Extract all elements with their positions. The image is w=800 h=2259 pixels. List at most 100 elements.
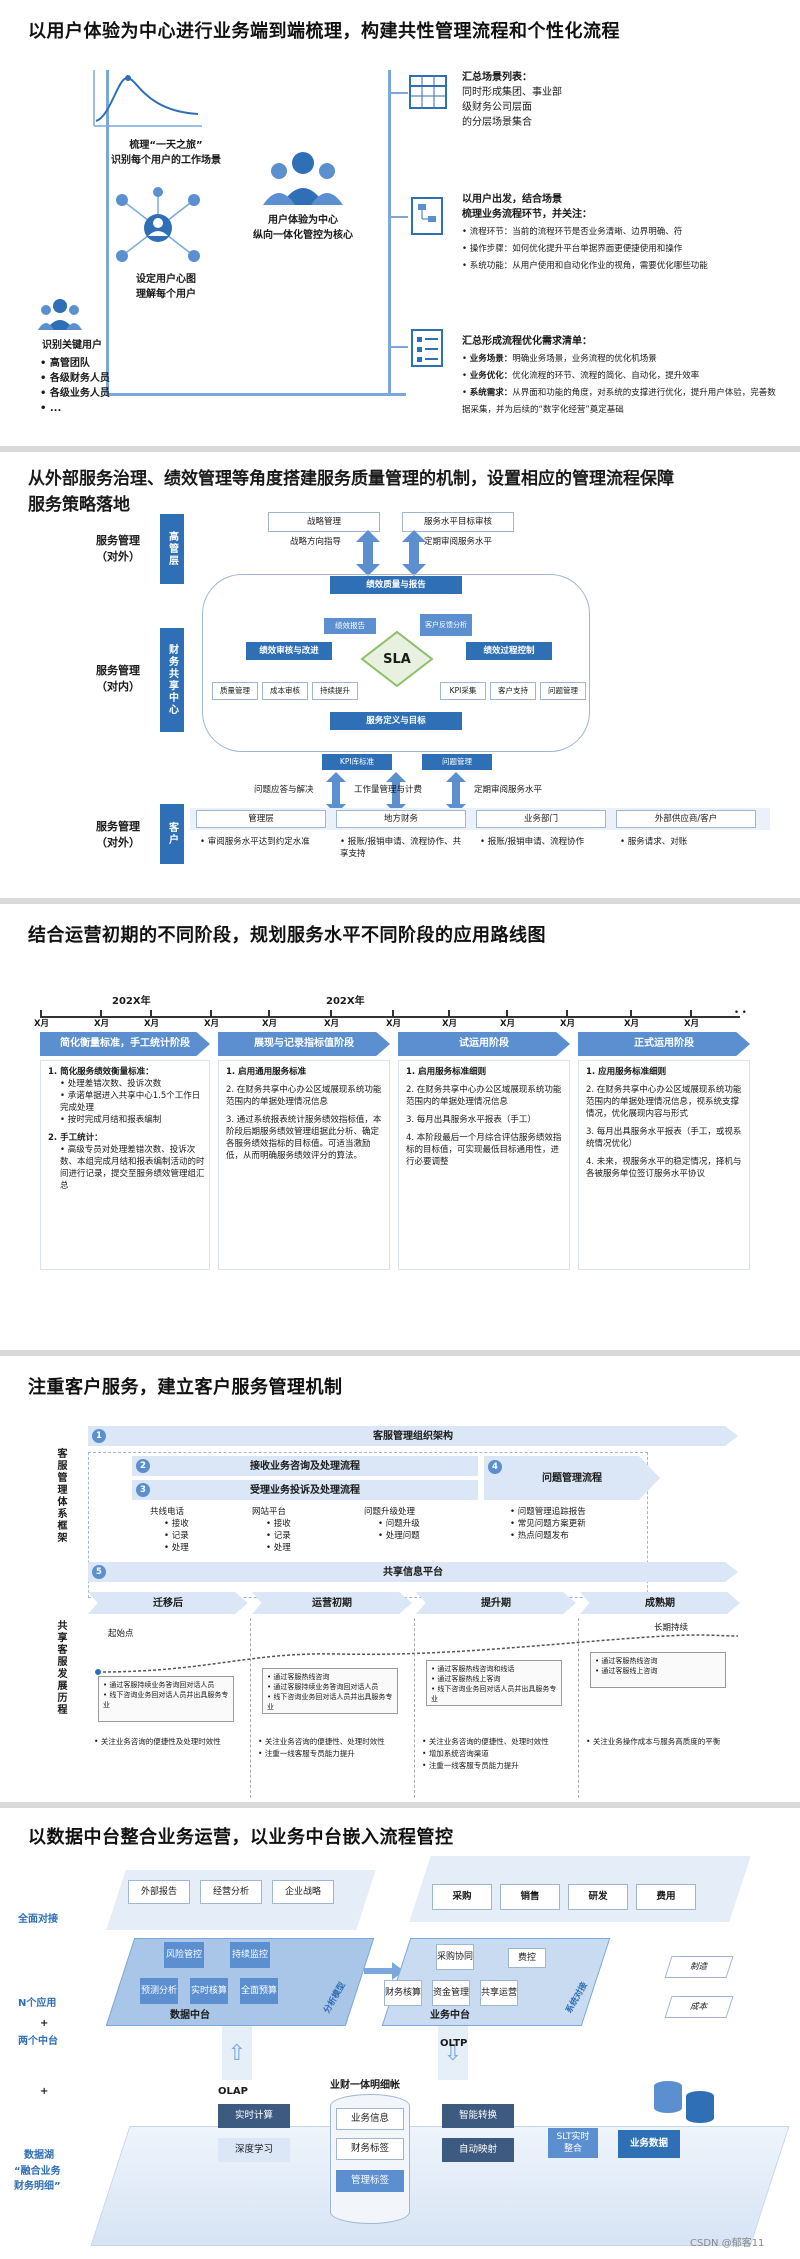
up-arrow-icon: ⇧	[227, 2040, 247, 2066]
row-label-text: 服务管理	[96, 820, 140, 833]
phase-2: 展现与记录指标值阶段	[218, 1032, 390, 1056]
key-user-item: 各级财务人员	[40, 371, 110, 386]
right-item-1: 制造	[664, 1956, 734, 1978]
stage-box-list: 通过客服热线咨询通过客服线上咨询	[595, 1656, 721, 1676]
phase-4: 正式运用阶段	[578, 1032, 750, 1056]
left-stack-2: 深度学习	[218, 2138, 290, 2162]
slide3-title: 结合运营初期的不同阶段，规划服务水平不同阶段的应用路线图	[28, 925, 546, 946]
r2-item-key: 操作步骤：	[469, 244, 513, 254]
month-tick	[330, 1010, 332, 1018]
stage-box: 通过客服热线咨询通过客服线上咨询	[590, 1652, 726, 1688]
cust-head-2: 地方财务	[336, 810, 466, 828]
col-1-content: 1. 简化服务绩效衡量标准： 处理差错次数、投诉次数 承诺单据进入共享中心1.5…	[48, 1066, 206, 1192]
r1-title: 汇总场景列表：	[462, 72, 532, 83]
r2-item-key: 系统功能：	[469, 261, 513, 271]
month-tick	[448, 1010, 450, 1018]
top-left-card-3: 企业战略	[272, 1880, 334, 1904]
r2-item-key: 流程环节：	[469, 227, 513, 237]
left-quote: “融合业务 财务明细”	[14, 2164, 61, 2194]
arrow-updown-icon	[446, 772, 466, 814]
stage-box-item: 通过客服热线咨询	[267, 1672, 393, 1682]
top-right-card-3: 研发	[568, 1884, 628, 1910]
perf-report-box: 绩效质量与报告	[330, 576, 462, 594]
row-label-bottom: 服务管理 （对外）	[96, 818, 140, 850]
channel-3: 问题升级处理 问题升级处理问题	[364, 1506, 420, 1542]
channel-item: 问题管理追踪报告	[510, 1506, 586, 1518]
timeline-line	[106, 70, 109, 395]
channel-head: 共线电话	[150, 1507, 185, 1517]
curve-caption-line1: 梳理“一天之旅”	[129, 140, 203, 151]
left-quote-line: 财务明细”	[14, 2181, 61, 2192]
cust-item: 报账/报销申请、流程协作、共享支持	[340, 836, 464, 860]
data-cell-4: 实时核算	[190, 1978, 228, 2004]
col2-item: 2. 在财务共享中心办公区域展现系统功能范围内的单据处理情况信息	[226, 1085, 382, 1107]
col1-heading: 2. 手工统计：	[48, 1133, 103, 1143]
col-frame-3	[398, 1060, 570, 1270]
r1-line: 的分层场景集合	[462, 117, 532, 128]
arrow-right-icon	[364, 1962, 404, 1980]
stage-box-item: 线下咨询业务回对话人员并出具服务专业	[431, 1684, 557, 1704]
users-group-icon	[38, 299, 82, 330]
right-stack-2: 自动映射	[442, 2138, 514, 2162]
month-tick-label: X月	[144, 1019, 160, 1029]
stage-box-item: 通过客服持续业务答询回对话人员	[103, 1680, 229, 1690]
strategy-box: 战略管理	[268, 512, 380, 532]
row-tag-customer: 客户	[160, 804, 184, 864]
r3-title: 汇总形成流程优化需求清单：	[462, 336, 592, 347]
channel-item: 处理问题	[378, 1530, 420, 1542]
mini-left-2: 成本审核	[262, 682, 308, 700]
lake-cell-1: 业务信息	[336, 2108, 404, 2130]
channel-1: 共线电话 接收记录处理	[150, 1506, 189, 1554]
long-term-label: 长期持续	[654, 1623, 689, 1633]
people-center-icon	[263, 152, 343, 205]
stage-box-item: 通过客服热线上客询	[431, 1674, 557, 1684]
channel-item: 热点问题发布	[510, 1530, 586, 1542]
col4-item: 1. 应用服务标准细则	[586, 1067, 667, 1077]
month-tick-label: X月	[386, 1019, 402, 1029]
channel-head: 网站平台	[252, 1507, 287, 1517]
top-right-card-2: 销售	[500, 1884, 560, 1910]
user-map-caption-line2: 理解每个用户	[136, 289, 196, 300]
right-stack-1: 智能转换	[442, 2104, 514, 2128]
month-tick	[506, 1010, 508, 1018]
row-label-text: 服务管理	[96, 664, 140, 677]
biz-cell-5: 共享运营	[480, 1980, 518, 2006]
phase-1: 简化衡量标准，手工统计阶段	[40, 1032, 210, 1056]
stage-box-item: 线下咨询业务回对话人员并出具服务专业	[267, 1692, 393, 1712]
mini-right-3: 问题管理	[540, 682, 586, 700]
r2-title-2: 梳理业务流程环节，并关注：	[462, 209, 592, 220]
stage-2: 运营初期	[252, 1592, 412, 1614]
stage-box-list: 通过客服热线咨询通过客服持续业务答询回对话人员线下咨询业务回对话人员并出具服务专…	[267, 1672, 393, 1712]
band-problem: 问题管理流程	[484, 1456, 660, 1500]
center-vertical-line	[388, 70, 391, 396]
month-tick-label: X月	[324, 1019, 340, 1029]
table-list-icon	[409, 75, 447, 109]
month-tick	[100, 1010, 102, 1018]
col3-item: 4. 本阶段最后一个月综合评估服务绩效指标的目标值，可实现最低目标通用性，进行必…	[406, 1133, 562, 1167]
channel-4: 问题管理追踪报告常见问题方案更新热点问题发布	[510, 1506, 586, 1542]
year-label-1: 202X年	[112, 996, 151, 1007]
col-3-content: 1. 启用服务标准细则 2. 在财务共享中心办公区域展现系统功能范围内的单据处理…	[406, 1066, 566, 1168]
slt-line: 整合	[563, 2144, 582, 2154]
col1-heading: 1. 简化服务绩效衡量标准：	[48, 1067, 154, 1077]
month-tick-label: X月	[94, 1019, 110, 1029]
key-user-item: 高管团队	[40, 356, 110, 371]
arrow-updown-icon	[326, 772, 346, 814]
col2-item: 1. 启用通用服务标准	[226, 1067, 307, 1077]
perf-review-box: 绩效审核与改进	[246, 642, 332, 660]
col3-item: 1. 启用服务标准细则	[406, 1067, 487, 1077]
customer-feedback-mini: 客户反馈分析	[420, 614, 472, 636]
band-platform-label: 共享信息平台	[383, 1566, 443, 1578]
top-left-card-1: 外部报告	[128, 1880, 190, 1904]
r2-list: 流程环节：当前的流程环节是否业务清晰、边界明确、符 操作步骤：如何优化提升平台单…	[462, 224, 792, 275]
mini-left-1: 质量管理	[212, 682, 258, 700]
band-num-2: 2	[136, 1459, 150, 1473]
flow-document-icon	[411, 197, 443, 235]
channel-item: 处理	[164, 1542, 189, 1554]
center-label-1: 用户体验为中心	[268, 215, 338, 226]
mini-left-3: 持续提升	[312, 682, 358, 700]
stage-box-item: 通过客服持续业务答询回对话人员	[267, 1682, 393, 1692]
stage-box-list: 通过客服热线咨询和线话通过客服热线上客询线下咨询业务回对话人员并出具服务专业	[431, 1664, 557, 1704]
stage-note: 关注业务咨询的便捷性、处理时效性	[422, 1736, 572, 1748]
biz-data-box: 业务数据	[618, 2130, 680, 2158]
